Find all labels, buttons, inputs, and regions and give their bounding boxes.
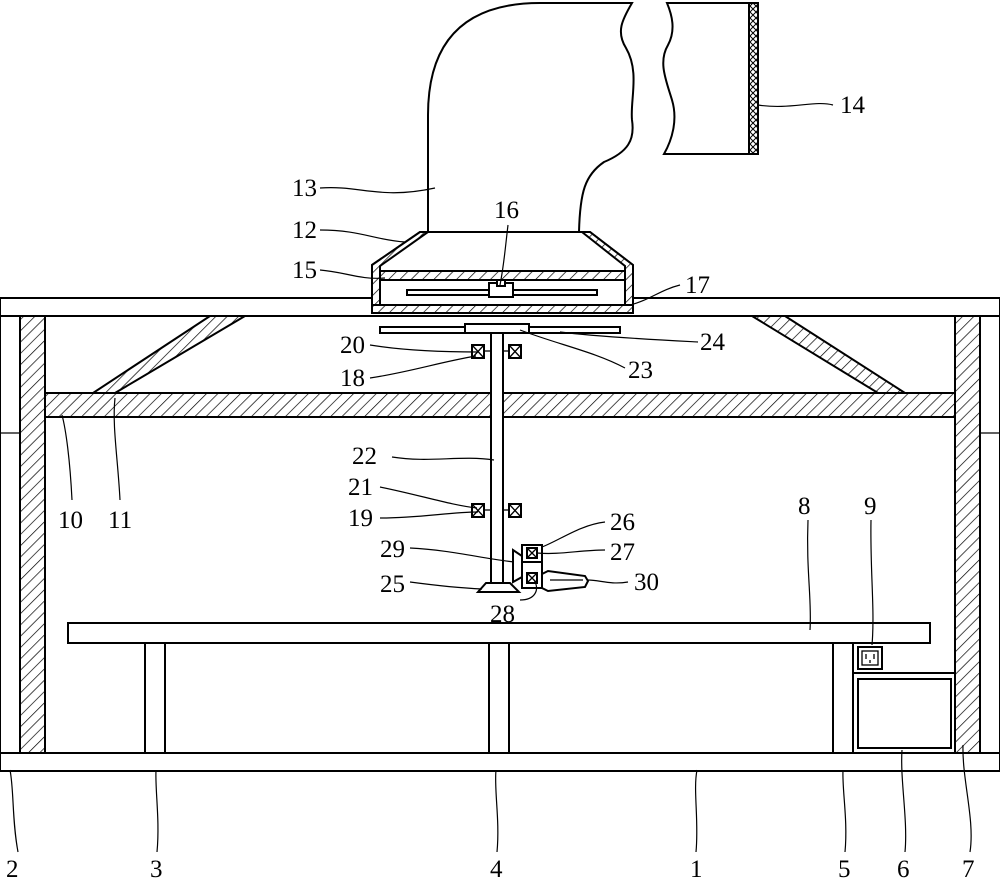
label-11: 11 [108,507,132,534]
label-3: 3 [150,856,163,883]
label-16: 16 [494,197,519,224]
label-4: 4 [490,856,503,883]
label-7: 7 [962,856,975,883]
base-plate [0,752,1000,772]
right-insulation-wall [954,315,981,754]
label-28: 28 [490,601,515,628]
table-leg-middle [488,642,510,754]
label-13: 13 [292,175,317,202]
bevel-gear-29 [512,548,523,584]
label-14: 14 [840,92,866,119]
label-2: 2 [6,856,19,883]
hood-bottom-strip [371,304,634,314]
label-8: 8 [798,493,811,520]
label-6: 6 [897,856,910,883]
label-22: 22 [352,443,377,470]
label-21: 21 [348,474,373,501]
label-27: 27 [610,539,635,566]
label-1: 1 [690,856,703,883]
label-30: 30 [634,569,659,596]
label-23: 23 [628,357,653,384]
label-20: 20 [340,332,365,359]
label-5: 5 [838,856,851,883]
right-inclined-baffle [748,315,909,394]
label-26: 26 [610,509,635,536]
left-inclined-baffle [89,315,249,394]
label-17: 17 [685,272,710,299]
bevel-gear-25 [475,582,522,593]
table-leg-left [144,642,166,754]
table-leg-right [832,642,854,754]
filter-screen [748,2,759,155]
label-19: 19 [348,505,373,532]
power-socket-icon [857,646,883,670]
label-9: 9 [864,493,877,520]
label-29: 29 [380,536,405,563]
label-18: 18 [340,365,365,392]
label-24: 24 [700,329,726,356]
exhaust-duct [427,2,635,233]
label-25: 25 [380,571,405,598]
label-10: 10 [58,507,83,534]
leader-lines [9,102,972,853]
bearing-27-cross [526,547,538,559]
left-insulation-wall [19,315,46,754]
plate-hub [464,323,530,334]
label-12: 12 [292,217,317,244]
control-box-inner [857,678,952,749]
label-15: 15 [292,257,317,284]
spray-nozzle-30 [541,569,590,593]
exhaust-duct-outlet [662,2,753,155]
